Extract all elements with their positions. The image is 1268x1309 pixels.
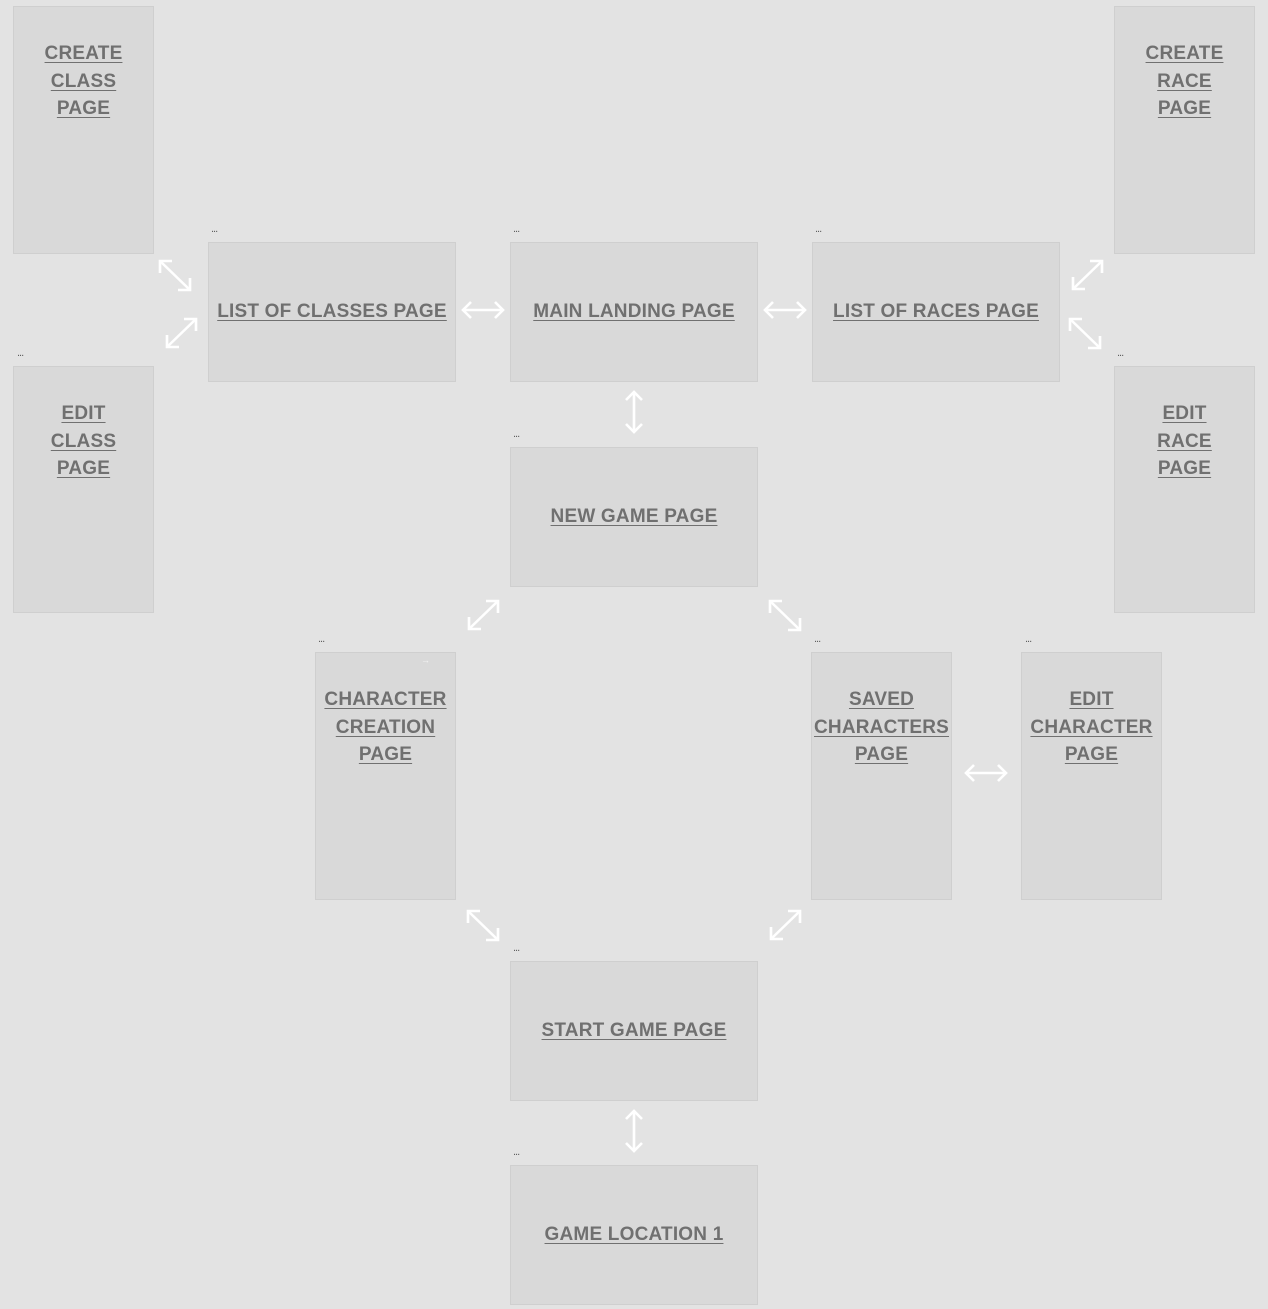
saved-characters-overflow-marker[interactable]: ... — [814, 633, 821, 645]
list-of-races-page-label: LIST OF RACES PAGE — [833, 301, 1039, 323]
create-class-page-node[interactable]: CREATE CLASS PAGE — [13, 6, 154, 254]
edit-race-page-label: EDIT RACE PAGE — [1157, 403, 1212, 479]
saved-characters-page-node[interactable]: SAVED CHARACTERS PAGE — [811, 652, 952, 900]
list-classes-overflow-marker[interactable]: ... — [211, 223, 218, 235]
start-game-page-node[interactable]: START GAME PAGE — [510, 961, 758, 1101]
main-landing-page-label: MAIN LANDING PAGE — [533, 301, 735, 323]
double-arrow-character-creation-to-start-game[interactable] — [460, 904, 508, 948]
main-landing-overflow-marker[interactable]: ... — [513, 223, 520, 235]
list-of-classes-page-label: LIST OF CLASSES PAGE — [217, 301, 447, 323]
edit-class-overflow-marker[interactable]: ... — [17, 347, 24, 359]
character-creation-page-node[interactable]: CHARACTER CREATION PAGE — [315, 652, 456, 900]
double-arrow-new-game-to-saved-characters[interactable] — [762, 594, 810, 638]
start-game-overflow-marker[interactable]: ... — [513, 942, 520, 954]
double-arrow-main-to-new-game[interactable] — [620, 386, 648, 438]
edit-race-overflow-marker[interactable]: ... — [1117, 347, 1124, 359]
double-arrow-saved-to-edit-character[interactable] — [959, 759, 1013, 787]
edit-class-page-node[interactable]: EDIT CLASS PAGE — [13, 366, 154, 613]
new-game-overflow-marker[interactable]: ... — [513, 428, 520, 440]
new-game-page-label: NEW GAME PAGE — [550, 506, 718, 528]
new-game-page-node[interactable]: NEW GAME PAGE — [510, 447, 758, 587]
double-arrow-classes-to-edit-class[interactable] — [158, 312, 206, 356]
list-of-races-page-node[interactable]: LIST OF RACES PAGE — [812, 242, 1060, 382]
saved-characters-page-label: SAVED CHARACTERS PAGE — [814, 689, 949, 765]
game-location-1-node[interactable]: GAME LOCATION 1 — [510, 1165, 758, 1305]
create-race-page-label: CREATE RACE PAGE — [1145, 43, 1224, 119]
small-arrow-icon: → — [421, 655, 430, 665]
edit-race-page-node[interactable]: EDIT RACE PAGE — [1114, 366, 1255, 613]
list-of-classes-page-node[interactable]: LIST OF CLASSES PAGE — [208, 242, 456, 382]
edit-character-overflow-marker[interactable]: ... — [1025, 633, 1032, 645]
create-class-page-label: CREATE CLASS PAGE — [44, 43, 123, 119]
double-arrow-races-to-edit-race[interactable] — [1062, 312, 1110, 356]
list-races-overflow-marker[interactable]: ... — [815, 223, 822, 235]
double-arrow-new-game-to-character-creation[interactable] — [460, 594, 508, 638]
game-location-1-label: GAME LOCATION 1 — [544, 1224, 724, 1246]
game-location-overflow-marker[interactable]: ... — [513, 1146, 520, 1158]
double-arrow-start-game-to-location[interactable] — [620, 1105, 648, 1157]
character-creation-overflow-marker[interactable]: ... — [318, 633, 325, 645]
character-creation-page-label: CHARACTER CREATION PAGE — [324, 689, 447, 765]
create-race-page-node[interactable]: CREATE RACE PAGE — [1114, 6, 1255, 254]
edit-character-page-node[interactable]: EDIT CHARACTER PAGE — [1021, 652, 1162, 900]
double-arrow-classes-to-create-class[interactable] — [152, 254, 200, 298]
double-arrow-races-to-create-race[interactable] — [1064, 254, 1112, 298]
double-arrow-saved-characters-to-start-game[interactable] — [762, 904, 810, 948]
edit-class-page-label: EDIT CLASS PAGE — [50, 403, 117, 479]
main-landing-page-node[interactable]: MAIN LANDING PAGE — [510, 242, 758, 382]
double-arrow-main-to-races[interactable] — [758, 296, 812, 324]
edit-character-page-label: EDIT CHARACTER PAGE — [1030, 689, 1153, 765]
double-arrow-classes-to-main[interactable] — [456, 296, 510, 324]
start-game-page-label: START GAME PAGE — [541, 1020, 727, 1042]
